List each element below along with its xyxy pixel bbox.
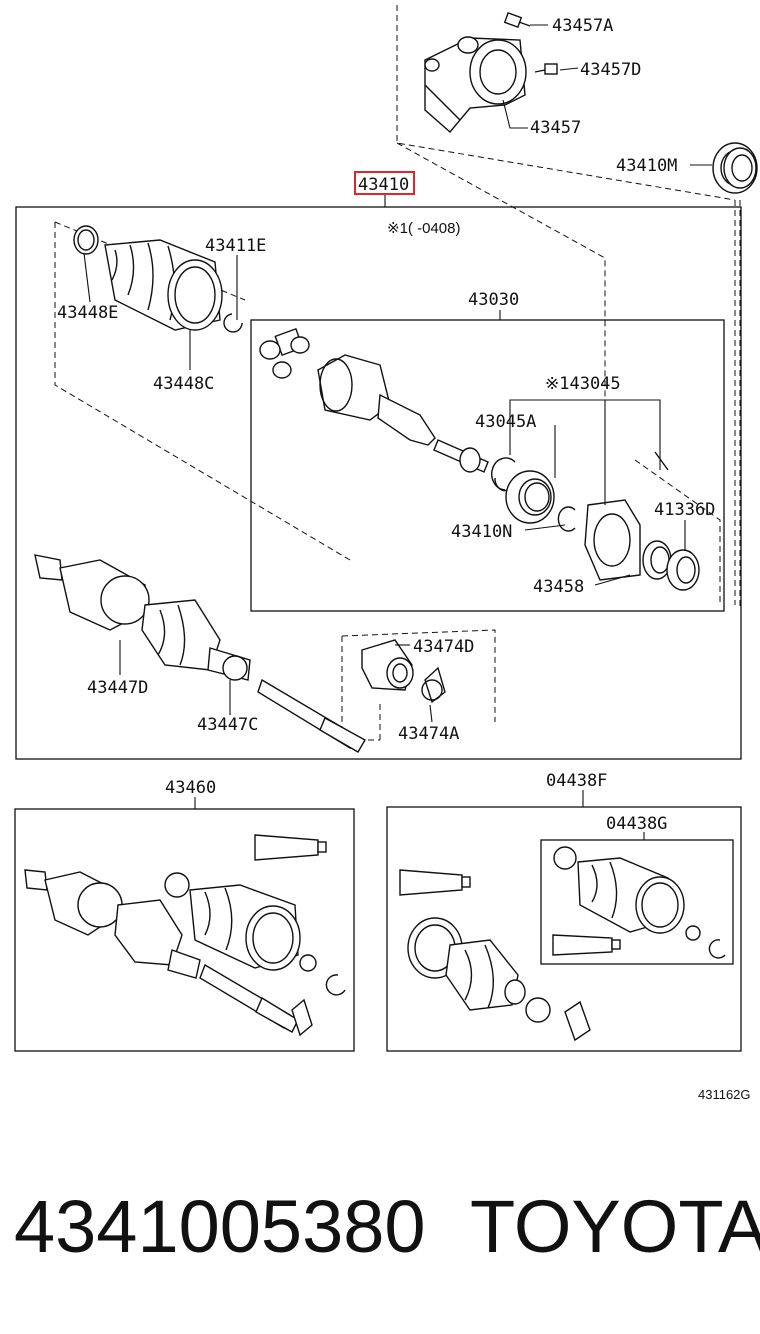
label-43458: 43458 xyxy=(533,577,584,597)
bearing-43410N-icon xyxy=(505,470,555,524)
label-04438G: 04438G xyxy=(606,814,667,834)
kit-43460-grease-tube-icon xyxy=(254,834,327,861)
part-number: 4341005380 xyxy=(14,1185,426,1268)
dust-cover-pin-icon xyxy=(654,451,669,471)
inner-joint-subframe xyxy=(250,319,725,612)
outer-cv-joint-shaft-icon xyxy=(34,554,366,753)
label-43474D: 43474D xyxy=(413,637,474,657)
kit-43460-frame xyxy=(14,808,355,1052)
kit-43460-shaft-icon xyxy=(24,869,299,1033)
kit-04438G-parts-icon xyxy=(552,846,726,959)
tripod-joint-icon xyxy=(259,327,310,379)
label-43457A: 43457A xyxy=(552,16,613,36)
outer-boot-clamp-43448E-icon xyxy=(73,225,99,255)
snap-ring-43411E-icon xyxy=(223,313,243,333)
inner-boot-43474D-icon xyxy=(361,639,414,691)
label-43474A: 43474A xyxy=(398,724,459,744)
boot-clamp-43474A-icon xyxy=(421,666,446,704)
label-143045: ※143045 xyxy=(545,374,621,394)
label-43030: 43030 xyxy=(468,290,519,310)
snap-ring-small-icon xyxy=(557,506,576,532)
label-43411E: 43411E xyxy=(205,236,266,256)
label-43457: 43457 xyxy=(530,118,581,138)
bearing-retainer-43458-icon xyxy=(584,499,672,581)
label-43410N: 43410N xyxy=(451,522,512,542)
label-43448E: 43448E xyxy=(57,303,118,323)
leader-lines xyxy=(83,24,712,840)
outer-boot-43448C-icon xyxy=(104,239,223,331)
kit-04438F-grease-tube-icon xyxy=(399,869,471,896)
oil-seal-43410M-icon xyxy=(712,142,758,194)
inner-joint-housing-icon xyxy=(317,354,489,473)
bearing-bracket-icon xyxy=(424,36,527,134)
label-43045A: 43045A xyxy=(475,412,536,432)
bolt-43457D-icon xyxy=(534,63,558,75)
kit-04438F-frame xyxy=(386,806,742,1052)
label-41336D: 41336D xyxy=(654,500,715,520)
highlighted-part-box xyxy=(354,171,415,195)
kit-04438G-subframe xyxy=(540,839,734,965)
seal-41336D-icon xyxy=(666,549,700,591)
label-43448C: 43448C xyxy=(153,374,214,394)
label-43457D: 43457D xyxy=(580,60,641,80)
label-note-1: ※1( -0408) xyxy=(387,220,460,237)
label-04438F: 04438F xyxy=(546,771,607,791)
kit-43460-boot-icon xyxy=(164,872,346,1037)
label-43410M: 43410M xyxy=(616,156,677,176)
label-43447C: 43447C xyxy=(197,715,258,735)
label-43410: 43410 xyxy=(358,175,409,195)
label-43447D: 43447D xyxy=(87,678,148,698)
main-assembly-frame xyxy=(15,206,742,760)
illustration-code: 431162G xyxy=(698,1087,751,1102)
kit-04438F-boot-icon xyxy=(407,917,591,1042)
brand-name: TOYOTA xyxy=(470,1185,760,1268)
bolt-43457A-icon xyxy=(503,12,531,28)
label-43460: 43460 xyxy=(165,778,216,798)
